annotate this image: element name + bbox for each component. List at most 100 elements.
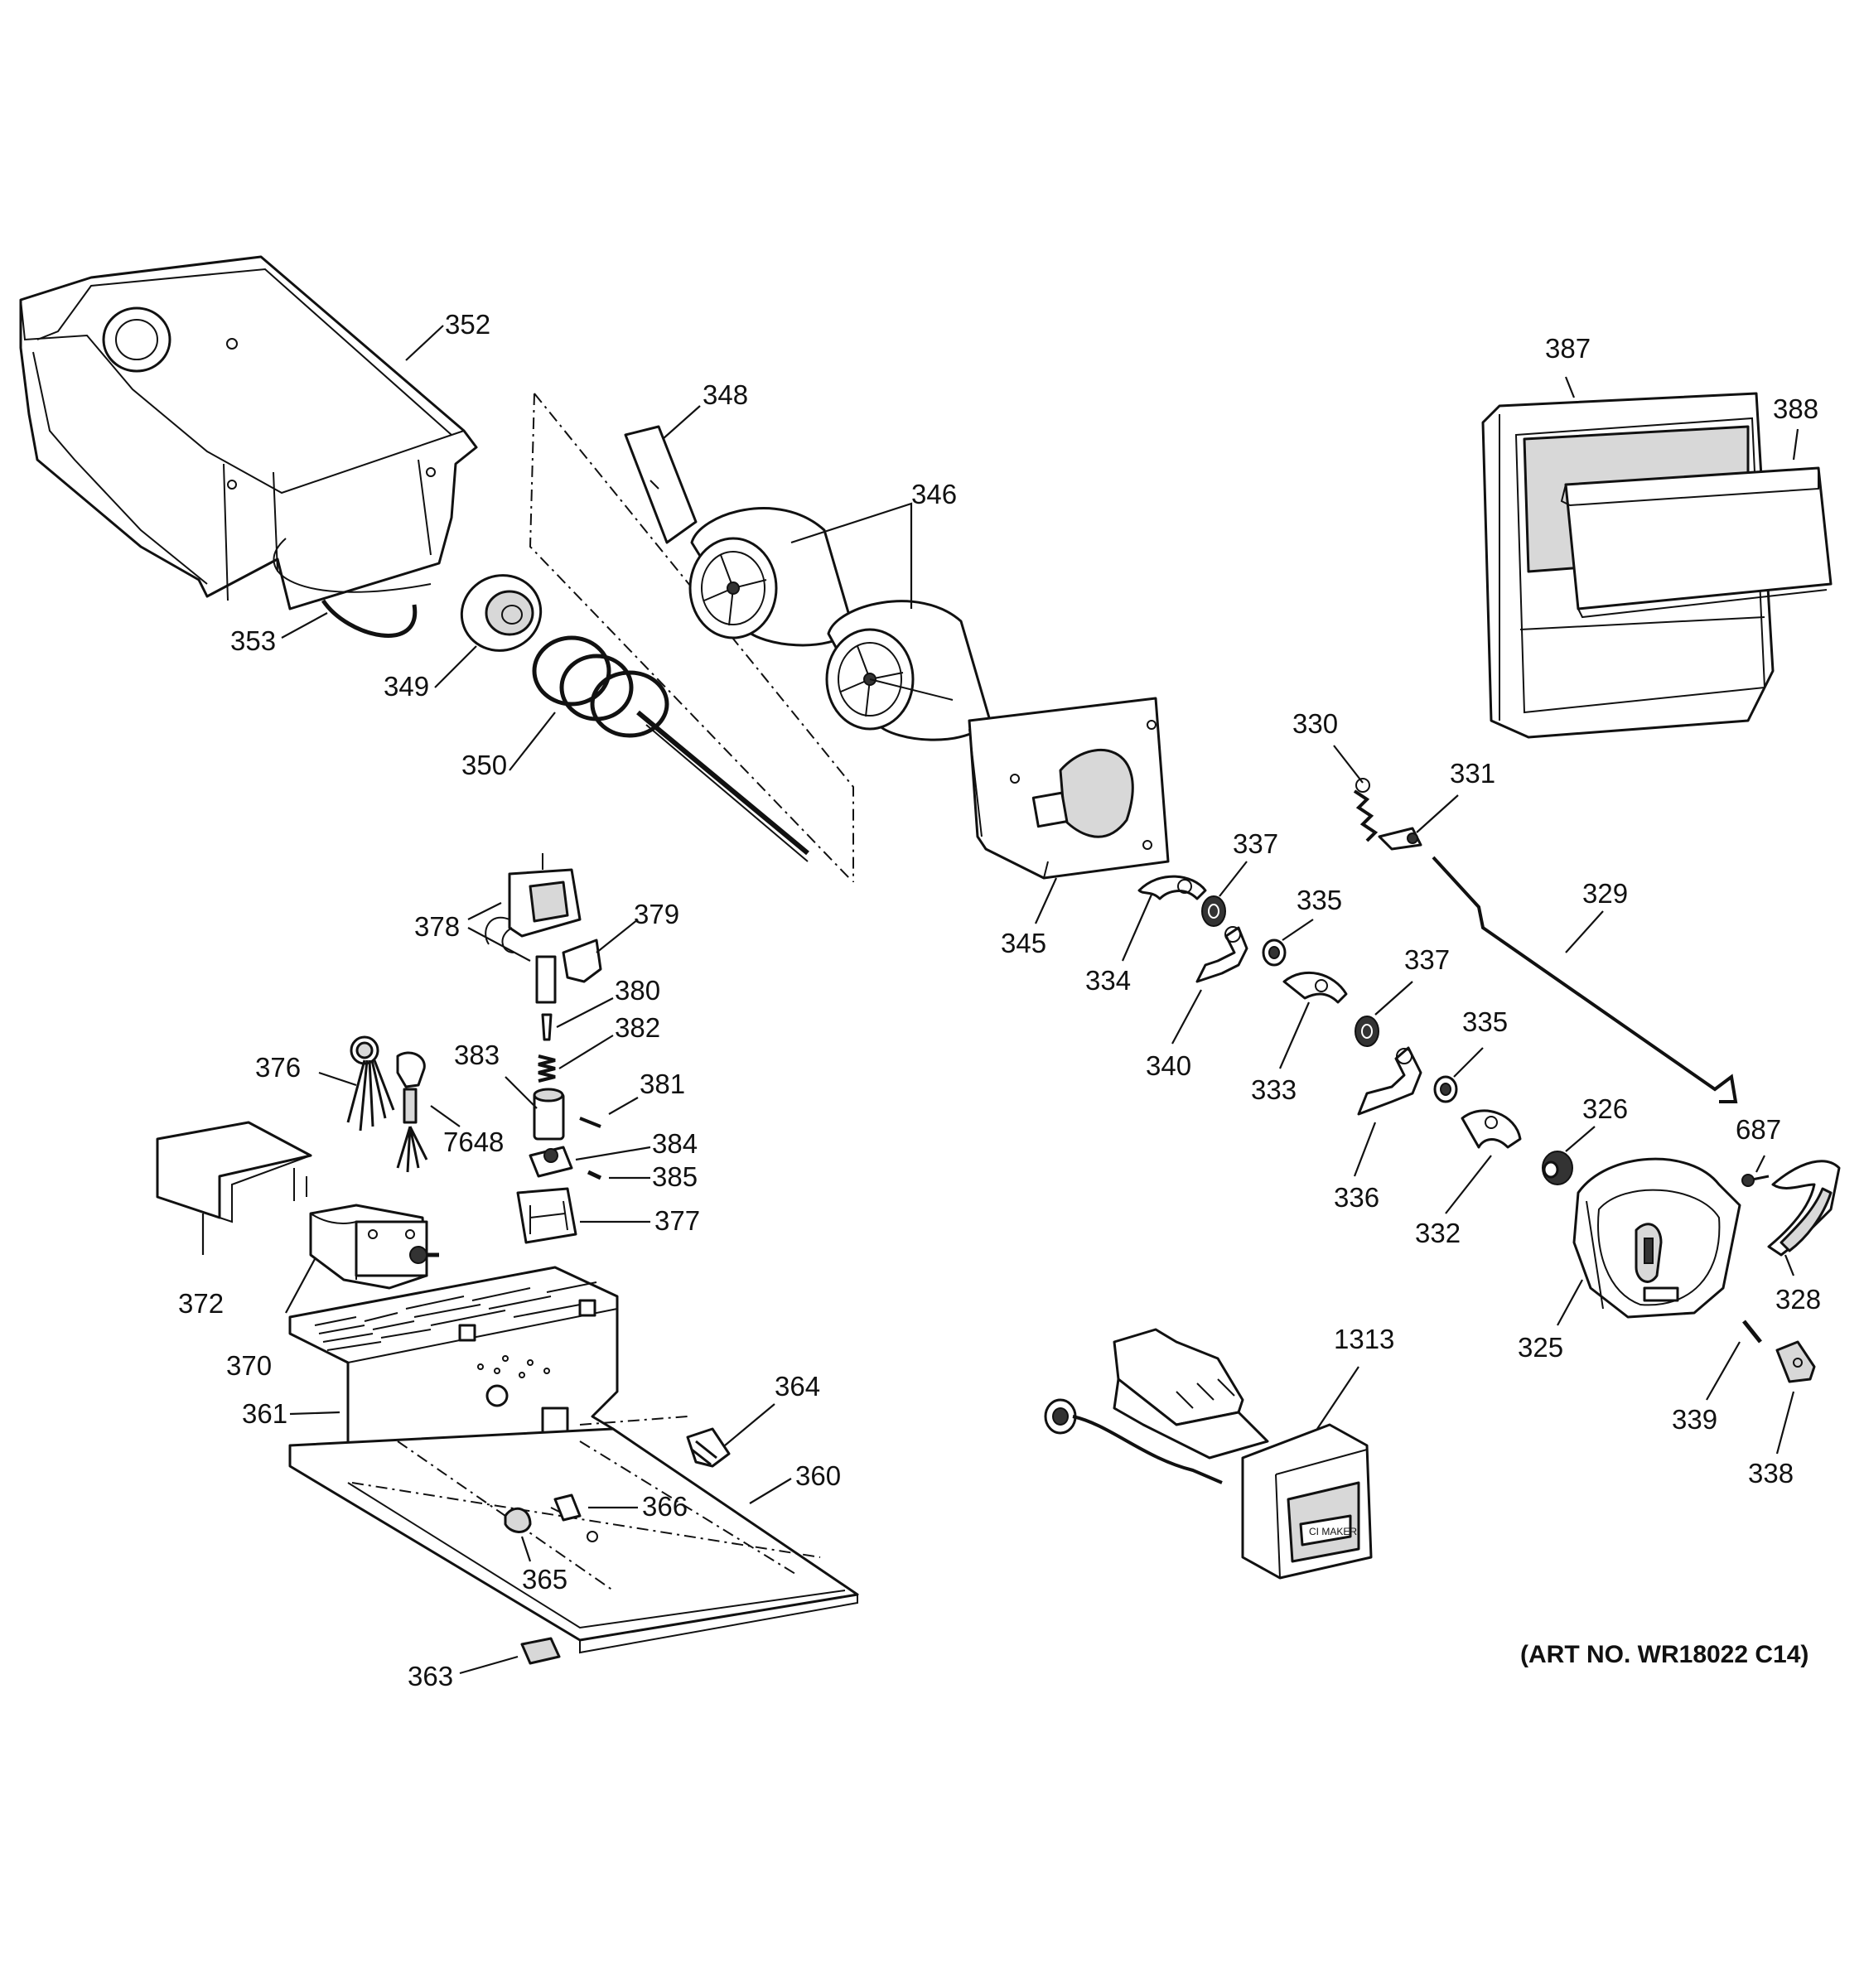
door-flap-icon bbox=[1560, 466, 1833, 619]
label-345: 345 bbox=[1001, 928, 1046, 958]
flat-strip-icon bbox=[624, 425, 698, 544]
leader-325 bbox=[1557, 1279, 1583, 1326]
leader-352 bbox=[405, 325, 444, 361]
leader-378 bbox=[467, 902, 531, 962]
leader-360 bbox=[749, 1478, 792, 1504]
leader-330 bbox=[1333, 745, 1364, 784]
bushing-icon bbox=[1542, 1151, 1573, 1185]
wire-harness-icon bbox=[346, 1035, 395, 1132]
label-361: 361 bbox=[242, 1398, 287, 1429]
leader-328 bbox=[1784, 1254, 1795, 1276]
leader-339 bbox=[1706, 1341, 1741, 1401]
leader-349 bbox=[434, 645, 477, 688]
label-364: 364 bbox=[775, 1371, 820, 1402]
leader-345 bbox=[1034, 877, 1058, 924]
leader-379 bbox=[596, 919, 639, 953]
leader-1313 bbox=[1316, 1366, 1359, 1430]
leader-370 bbox=[285, 1258, 316, 1314]
leader-380 bbox=[556, 997, 614, 1028]
label-325: 325 bbox=[1518, 1332, 1563, 1363]
spacer-icon bbox=[1355, 1016, 1379, 1047]
label-372: 372 bbox=[178, 1288, 224, 1319]
leader-333 bbox=[1278, 1001, 1311, 1069]
label-385: 385 bbox=[652, 1161, 698, 1192]
label-382: 382 bbox=[615, 1012, 660, 1043]
bracket-icon bbox=[562, 939, 602, 983]
leader-334 bbox=[1121, 894, 1153, 962]
bracket-icon bbox=[1775, 1340, 1816, 1383]
leader-337a bbox=[1219, 861, 1248, 897]
icemaker-icon bbox=[1044, 1328, 1373, 1580]
wire-harness-icon bbox=[396, 1051, 428, 1173]
rod-icon bbox=[1432, 856, 1738, 1103]
leader-364 bbox=[724, 1403, 775, 1446]
label-340: 340 bbox=[1146, 1050, 1191, 1081]
ice-bucket-icon bbox=[19, 255, 478, 610]
mounting-plate-icon bbox=[968, 697, 1170, 880]
label-687: 687 bbox=[1736, 1114, 1781, 1145]
leader-384 bbox=[575, 1146, 651, 1161]
label-329: 329 bbox=[1582, 878, 1628, 909]
blade-icon bbox=[1357, 1046, 1422, 1116]
leader-687 bbox=[1755, 1155, 1765, 1173]
label-335a: 335 bbox=[1297, 885, 1342, 915]
label-336: 336 bbox=[1334, 1182, 1379, 1213]
label-338: 338 bbox=[1748, 1458, 1794, 1489]
label-328: 328 bbox=[1775, 1284, 1821, 1315]
leader-365 bbox=[520, 1536, 532, 1562]
label-337b: 337 bbox=[1404, 944, 1450, 975]
label-366: 366 bbox=[642, 1491, 688, 1522]
leader-353 bbox=[281, 612, 328, 639]
cover-icon bbox=[156, 1121, 312, 1223]
label-350: 350 bbox=[461, 750, 507, 780]
blade-icon bbox=[1195, 926, 1248, 983]
sleeve-icon bbox=[533, 1088, 565, 1141]
leader-340 bbox=[1171, 989, 1202, 1045]
cam-icon bbox=[529, 1146, 573, 1178]
label-384: 384 bbox=[652, 1128, 698, 1159]
label-337a: 337 bbox=[1233, 828, 1278, 859]
label-326: 326 bbox=[1582, 1093, 1628, 1124]
pin-icon bbox=[579, 1117, 601, 1128]
pin-icon bbox=[587, 1170, 602, 1180]
art-number: (ART NO. WR18022 C14) bbox=[1520, 1641, 1808, 1668]
label-331: 331 bbox=[1450, 758, 1495, 789]
label-7648: 7648 bbox=[443, 1127, 504, 1157]
leader-381 bbox=[608, 1097, 639, 1115]
label-335b: 335 bbox=[1462, 1006, 1508, 1037]
label-363: 363 bbox=[408, 1661, 453, 1691]
leader-dash-364 bbox=[579, 1416, 688, 1426]
label-346: 346 bbox=[911, 479, 957, 509]
pin-icon bbox=[1742, 1320, 1762, 1344]
label-333: 333 bbox=[1251, 1074, 1297, 1105]
leader-387 bbox=[1564, 376, 1576, 398]
icemaker-label-text: CI MAKER bbox=[1309, 1526, 1357, 1537]
blade-icon bbox=[1137, 875, 1207, 900]
label-360: 360 bbox=[795, 1460, 841, 1491]
label-388: 388 bbox=[1773, 393, 1818, 424]
plunger-icon bbox=[535, 955, 557, 1041]
solenoid-icon bbox=[485, 853, 582, 953]
leader-388 bbox=[1792, 428, 1799, 461]
label-332: 332 bbox=[1415, 1218, 1461, 1248]
label-1313: 1313 bbox=[1334, 1324, 1394, 1354]
label-377: 377 bbox=[654, 1205, 700, 1236]
label-348: 348 bbox=[703, 379, 748, 410]
connector-icon bbox=[686, 1427, 731, 1468]
part-labels: 352 348 346 353 349 350 387 388 330 331 … bbox=[178, 309, 1821, 1691]
blade-icon bbox=[1461, 1109, 1522, 1149]
spring-icon bbox=[538, 1054, 556, 1083]
housing-icon bbox=[1572, 1157, 1741, 1319]
leader-337b bbox=[1374, 981, 1413, 1016]
label-378: 378 bbox=[414, 911, 460, 942]
leader-336 bbox=[1353, 1122, 1377, 1177]
screw-icon bbox=[1741, 1174, 1770, 1187]
label-376: 376 bbox=[255, 1052, 301, 1083]
leader-350 bbox=[509, 712, 556, 771]
leader-363 bbox=[459, 1655, 519, 1675]
label-379: 379 bbox=[634, 899, 679, 929]
leader-326 bbox=[1565, 1126, 1596, 1152]
label-365: 365 bbox=[522, 1564, 567, 1595]
clip-icon bbox=[1378, 827, 1422, 851]
